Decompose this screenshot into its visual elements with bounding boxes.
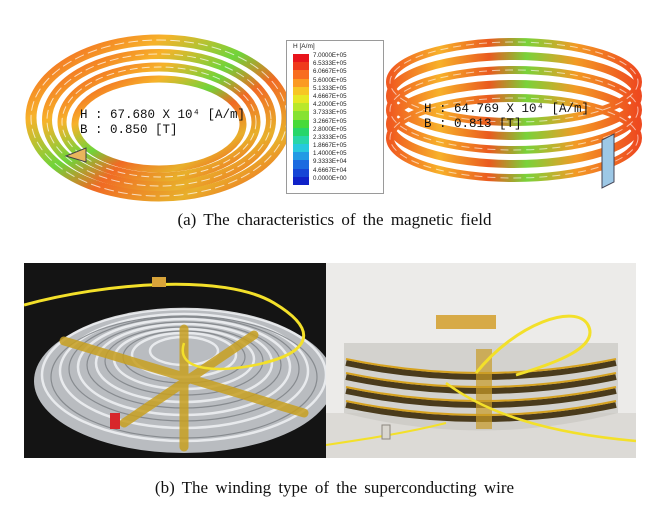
left-h-value: H : 67.680 X 10⁴ [A/m]	[80, 108, 246, 122]
legend-label: 0.0000E+00	[313, 174, 347, 182]
legend-swatch	[293, 111, 309, 120]
legend-label: 9.3333E+04	[313, 158, 347, 166]
legend-color-bar	[293, 54, 309, 185]
legend-label: 1.8667E+05	[313, 142, 347, 150]
right-h-value: H : 64.769 X 10⁴ [A/m]	[424, 102, 590, 116]
flat-spiral-coil-simulation: H : 67.680 X 10⁴ [A/m] B : 0.850 [T]	[24, 30, 294, 210]
legend-label: 4.2000E+05	[313, 101, 347, 109]
legend-label: 7.0000E+05	[313, 52, 347, 59]
legend-label: 1.4000E+05	[313, 150, 347, 158]
legend-swatch	[293, 62, 309, 71]
solenoid-winding-photo	[326, 263, 636, 458]
legend-swatch	[293, 86, 309, 95]
legend-label: 4.6667E+05	[313, 92, 347, 100]
legend-label: 2.3333E+05	[313, 133, 347, 141]
legend-swatch	[293, 176, 309, 185]
legend-swatch	[293, 78, 309, 87]
legend-swatch	[293, 144, 309, 153]
caption-b: (b) The winding type of the superconduct…	[154, 478, 515, 497]
legend-label: 6.0667E+05	[313, 68, 347, 76]
legend-swatch	[293, 168, 309, 177]
legend-label: 5.6000E+05	[313, 76, 347, 84]
flat-spiral-winding-photo	[24, 263, 326, 458]
legend-label: 3.2667E+05	[313, 117, 347, 125]
legend-swatch	[293, 54, 309, 63]
legend-swatch	[293, 103, 309, 112]
legend-label: 5.1333E+05	[313, 84, 347, 92]
right-b-value: B : 0.813 [T]	[424, 117, 522, 131]
legend-label: 3.7333E+05	[313, 109, 347, 117]
legend-swatch	[293, 94, 309, 104]
legend-title: H [A/m]	[293, 43, 315, 50]
legend-swatch	[293, 127, 309, 136]
legend-label: 2.8000E+05	[313, 125, 347, 133]
legend-swatch	[293, 160, 309, 169]
left-b-value: B : 0.850 [T]	[80, 123, 178, 137]
legend-label: 4.6667E+04	[313, 166, 347, 174]
solenoid-coil-simulation: H : 64.769 X 10⁴ [A/m] B : 0.813 [T]	[380, 30, 648, 210]
legend-swatch	[293, 152, 309, 161]
caption-a: (a) The characteristics of the magnetic …	[177, 210, 492, 229]
legend-swatch	[293, 135, 309, 145]
legend-swatch	[293, 119, 309, 128]
legend-swatch	[293, 70, 309, 79]
legend-label: 6.5333E+05	[313, 60, 347, 68]
